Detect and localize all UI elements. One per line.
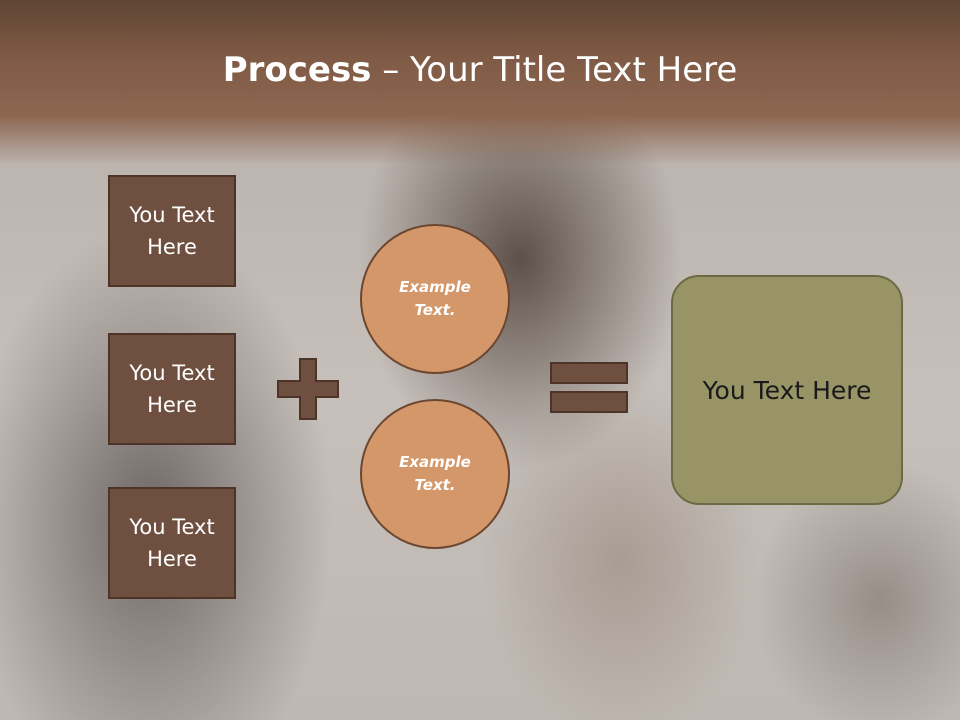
title-bold-text: Process [222,50,372,90]
text-box-label: You Text Here [129,203,215,259]
text-box-3: You Text Here [108,487,236,599]
text-box-label: You Text Here [129,361,215,417]
example-circle-1: Example Text. [360,224,510,374]
title-band [0,0,960,165]
circle-label: Example Text. [399,453,471,494]
plus-icon [277,358,339,420]
circle-label: Example Text. [399,278,471,319]
slide-title: Process – Your Title Text Here [0,50,960,90]
text-box-label: You Text Here [129,515,215,571]
result-label: You Text Here [702,375,872,405]
example-circle-2: Example Text. [360,399,510,549]
title-regular-text: – Your Title Text Here [371,50,738,90]
text-box-2: You Text Here [108,333,236,445]
result-box: You Text Here [671,275,903,505]
text-box-1: You Text Here [108,175,236,287]
equals-bar-bottom [550,391,628,413]
equals-bar-top [550,362,628,384]
